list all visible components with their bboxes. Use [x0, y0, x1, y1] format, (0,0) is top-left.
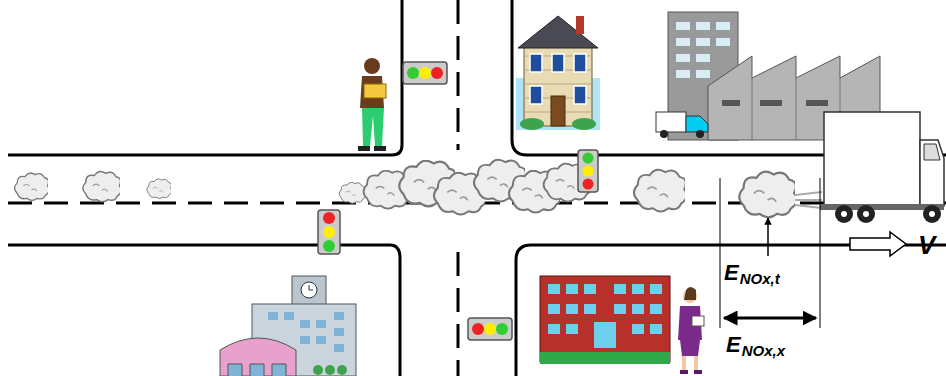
dimension-lines [720, 178, 820, 328]
emission-symbol: E [724, 262, 739, 284]
office-building [220, 276, 356, 376]
direction-arrow [850, 232, 906, 256]
truck [820, 112, 944, 223]
emission-symbol: E [726, 334, 741, 356]
velocity-symbol: V [918, 232, 935, 258]
emission-subscript: NOx,t [740, 271, 780, 286]
pedestrian [358, 58, 386, 151]
pedestrian [678, 287, 704, 374]
house [516, 16, 600, 130]
exhaust-smoke [15, 160, 822, 218]
road [8, 0, 946, 376]
traffic-light [578, 150, 598, 192]
traffic-light [403, 62, 447, 84]
emission-subscript: NOx,x [742, 343, 785, 358]
school-building [540, 276, 670, 364]
traffic-light [318, 210, 340, 254]
traffic-light [468, 318, 512, 340]
